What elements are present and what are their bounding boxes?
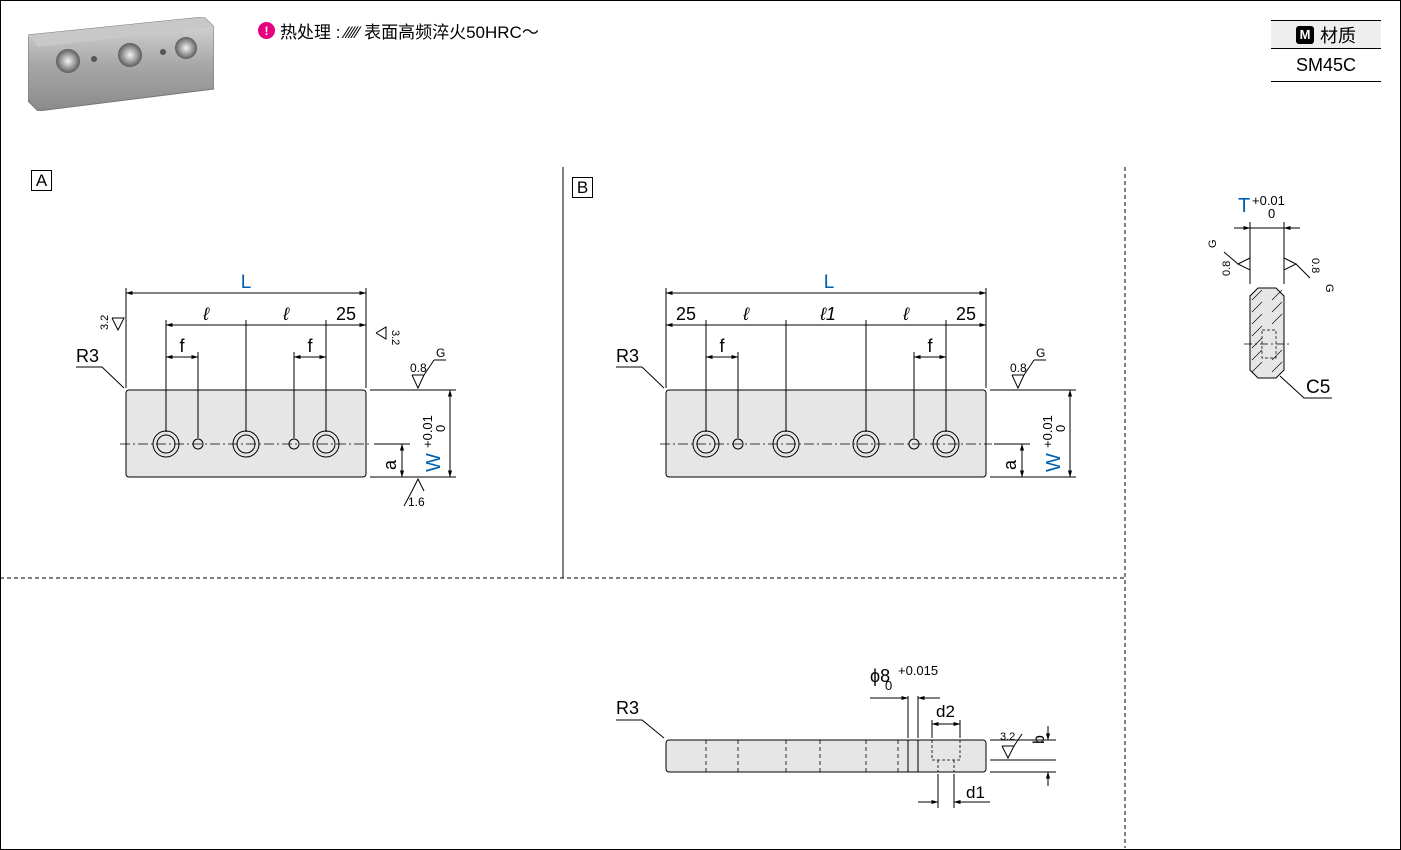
side-view-d2: d2 <box>936 702 955 721</box>
side-view-d1: d1 <box>966 783 985 802</box>
end-view-roughness-right-g: G <box>1323 284 1335 293</box>
end-view-tol-zero: 0 <box>1268 206 1275 221</box>
view-a-tol-zero: 0 <box>433 425 448 432</box>
side-view-radius: R3 <box>616 698 639 718</box>
view-b-radius: R3 <box>616 346 639 366</box>
roughness-symbol-a-left <box>111 317 125 332</box>
view-b-label: B <box>572 177 593 198</box>
end-view-roughness-left-g: G <box>1207 239 1219 248</box>
view-b-pin-hole-1 <box>732 438 744 450</box>
view-b-dim-25-right: 25 <box>956 304 976 324</box>
view-b-dim-W: W <box>1043 453 1065 472</box>
view-a-dim-W: W <box>423 453 445 472</box>
view-b-labels: L 25 ℓ ℓ1 ℓ 25 f f R3 0.8 G W +0.01 0 a <box>616 272 1068 472</box>
material-label: 材质 <box>1320 25 1356 46</box>
view-b-dim-25-left: 25 <box>676 304 696 324</box>
view-a-pin-hole-2 <box>288 438 300 450</box>
product-photo <box>28 17 214 111</box>
material-icon: M <box>1296 25 1314 44</box>
view-b-dim-ell1: ℓ1 <box>819 304 836 324</box>
side-view-phi-tol: +0.015 <box>898 663 938 678</box>
view-b-tol-zero: 0 <box>1053 425 1068 432</box>
side-view-dim-b: b <box>1031 735 1048 744</box>
view-a-roughness-bottom: 1.6 <box>408 495 425 509</box>
end-view-dim-T: T <box>1238 195 1250 217</box>
view-a-dim-L: L <box>241 272 252 293</box>
material-table: M 材质 SM45C <box>1271 20 1381 82</box>
end-view-section <box>1249 287 1285 379</box>
end-view-drawing <box>1223 222 1332 399</box>
view-b-tol-plus: +0.01 <box>1040 415 1055 448</box>
heat-treatment-text: 热处理 : ⁄⁄⁄⁄⁄ 表面高频淬火50HRC〜 <box>280 23 539 42</box>
view-a-roughness-right: 3.2 <box>389 330 401 345</box>
view-a-drawing <box>76 288 456 507</box>
heat-treatment-note: ! 热处理 : ⁄⁄⁄⁄⁄ 表面高频淬火50HRC〜 <box>258 18 539 43</box>
end-view-chamfer: C5 <box>1306 377 1330 398</box>
view-b-roughness-top-g: G <box>1036 346 1045 360</box>
end-view-roughness-right: 0.8 <box>1309 258 1321 273</box>
side-view-plate <box>665 739 987 773</box>
side-view-roughness: 3.2 <box>1000 731 1015 743</box>
side-view-drawing <box>616 695 1056 808</box>
view-a-dim-ell-2: ℓ <box>282 304 290 324</box>
view-b-dim-ell-2: ℓ <box>902 304 910 324</box>
side-view-phi8: ϕ8 <box>870 666 890 686</box>
side-view-phi-zero: 0 <box>885 678 892 693</box>
view-a-roughness-left: 3.2 <box>99 315 111 330</box>
view-b-dim-f-2: f <box>927 336 933 356</box>
view-a-dim-a: a <box>380 459 400 470</box>
end-view-labels: T +0.01 0 0.8 G 0.8 G C5 <box>1207 193 1335 398</box>
material-value: SM45C <box>1271 49 1381 82</box>
view-b-dim-ell-1: ℓ <box>742 304 750 324</box>
view-a-dim-f-2: f <box>307 336 313 356</box>
end-view-roughness-left: 0.8 <box>1221 261 1233 276</box>
view-a-dim-25: 25 <box>336 304 356 324</box>
view-a-radius: R3 <box>76 346 99 366</box>
view-a-roughness-top-g: G <box>436 346 445 360</box>
material-header: M 材质 <box>1271 20 1381 49</box>
view-b-roughness-top: 0.8 <box>1010 361 1027 375</box>
view-b-pin-hole-2 <box>908 438 920 450</box>
view-a-roughness-top: 0.8 <box>410 361 427 375</box>
view-a-pin-hole-1 <box>192 438 204 450</box>
view-b-drawing <box>616 288 1076 478</box>
view-b-dim-f-1: f <box>719 336 725 356</box>
side-view-labels: R3 ϕ8 +0.015 0 d2 d1 3.2 b <box>616 663 1048 802</box>
view-b-dim-L: L <box>824 272 835 293</box>
view-a-labels: L ℓ ℓ 25 f f R3 3.2 3.2 0.8 G 1.6 W +0.0… <box>76 272 448 509</box>
end-view-tol-plus: +0.01 <box>1252 193 1285 208</box>
view-a-dim-ell-1: ℓ <box>202 304 210 324</box>
view-b-plate <box>665 389 987 478</box>
view-a-tol-plus: +0.01 <box>420 415 435 448</box>
view-a-label: A <box>31 170 52 191</box>
view-a-dim-f-1: f <box>179 336 185 356</box>
view-b-dim-a: a <box>1000 459 1020 470</box>
heat-treatment-icon: ! <box>258 22 275 39</box>
